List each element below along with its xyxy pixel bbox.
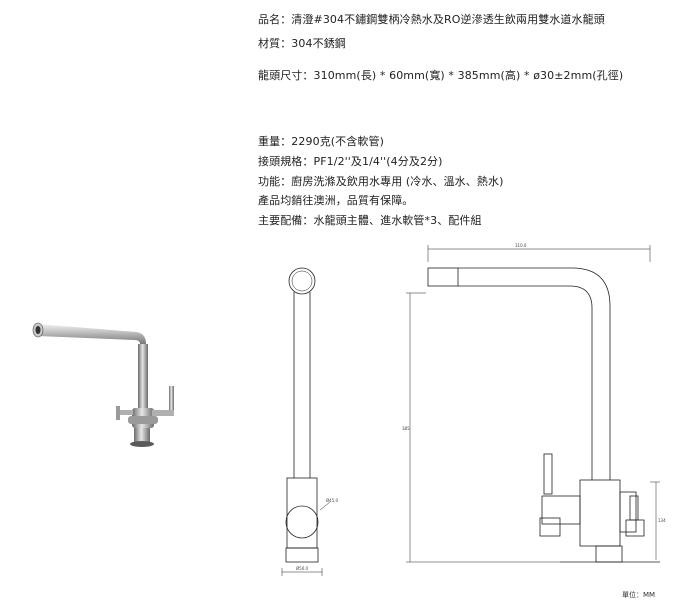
dim-height-label: 385 — [402, 426, 410, 431]
spec-size: 龍頭尺寸：310mm(長) * 60mm(寬) * 385mm(高) * ø30… — [258, 69, 624, 82]
side-view: Ø45.0 Ø50.0 — [281, 267, 339, 576]
dim-base-label: Ø50.0 — [296, 566, 309, 571]
spec-weight: 重量：2290克(不含軟管) — [258, 135, 384, 148]
spec-accessories: 主要配備：水龍頭主體、進水軟管*3、配件組 — [258, 214, 482, 227]
dim-length-label: 310.0 — [515, 243, 527, 248]
spec-connector: 接頭規格：PF1/2''及1/4''(4分及2分) — [258, 155, 443, 168]
spec-material: 材質：304不銹鋼 — [258, 37, 346, 50]
front-view: 310.0 385 134 — [402, 243, 666, 563]
spec-market: 產品均銷往澳洲，品質有保障。 — [258, 194, 414, 207]
dim-dia-label: Ø45.0 — [326, 498, 339, 503]
spec-function: 功能：廚房洗滌及飲用水專用 (冷水、溫水、熱水) — [258, 175, 504, 188]
dim-side-label: 134 — [658, 518, 666, 523]
unit-label: 單位：MM — [622, 591, 656, 599]
technical-drawing: Ø45.0 Ø50.0 310.0 — [260, 240, 680, 580]
spec-product-name: 品名：清澄#304不鏽鋼雙柄冷熱水及RO逆滲透生飲兩用雙水道水龍頭 — [258, 13, 605, 26]
faucet-photo — [28, 288, 194, 468]
